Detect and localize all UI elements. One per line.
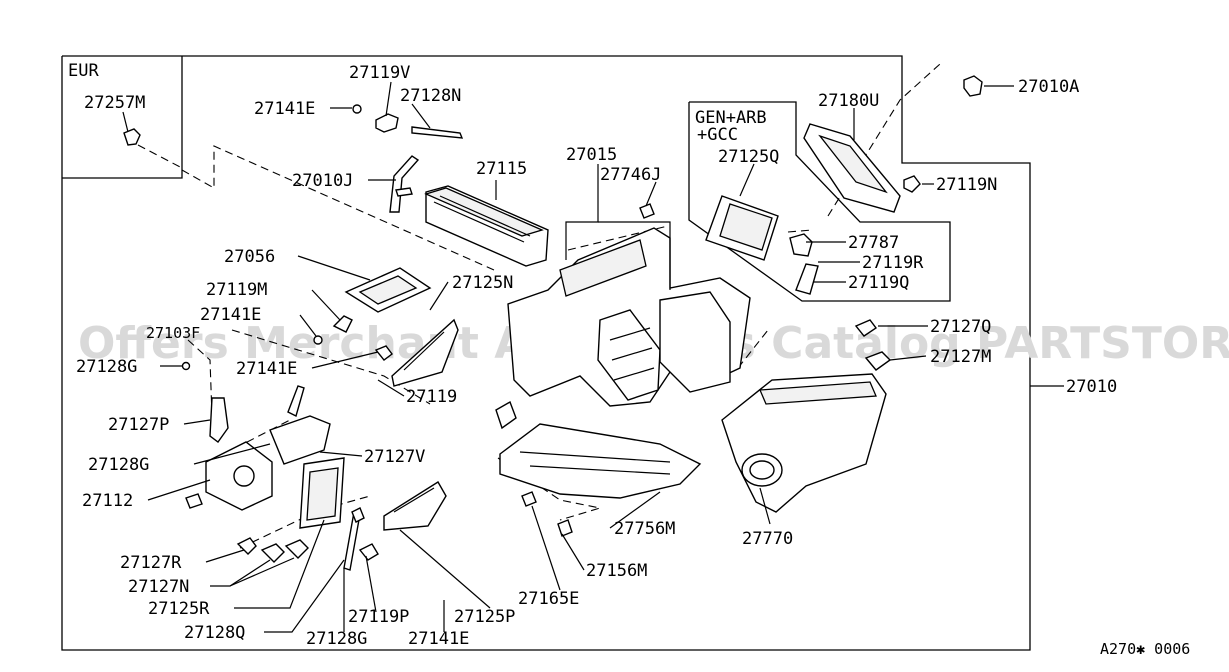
label-27756M: 27756M [614,519,675,539]
label-27770: 27770 [742,529,793,549]
label-27127M: 27127M [930,347,991,367]
label-27010J: 27010J [292,171,353,191]
label-27112: 27112 [82,491,133,511]
label-27127V: 27127V [364,447,425,467]
door-27125P-part [383,481,447,531]
label-27056: 27056 [224,247,275,267]
label-27010: 27010 [1066,377,1117,397]
label-27119: 27119 [406,387,457,407]
clip-27119N-part [903,175,921,193]
label-27141E-mid: 27141E [200,305,261,325]
blower-housing-27770-part [721,373,887,513]
label-27119R: 27119R [862,253,924,273]
lower-case-27756M-part [499,423,702,499]
label-27141E-top: 27141E [254,99,315,119]
panel-27125N-part [391,318,459,387]
label-27125R: 27125R [148,599,210,619]
clip-27257M-part [123,128,183,169]
label-27015: 27015 [566,145,617,165]
bracket-27010J-part [389,155,420,213]
part-labels: 27257M 27119V 27141E 27128N 27010J 27115… [76,63,1117,649]
label-27128G-left: 27128G [76,357,137,377]
label-27165E: 27165E [518,589,579,609]
label-27141E-bottom: 27141E [408,629,469,649]
label-27103F: 27103F [146,324,200,342]
label-27119Q: 27119Q [848,273,909,293]
panel-27056-part [344,267,432,313]
label-27127P: 27127P [108,415,169,435]
label-27127Q: 27127Q [930,317,991,337]
label-27127R: 27127R [120,553,182,573]
bottom-left-clips [236,537,309,563]
footer-code: A270✱ 0006 [1100,640,1190,658]
label-27257M: 27257M [84,93,145,113]
filter-27180U-part [803,123,901,213]
label-27156M: 27156M [586,561,647,581]
bottom-center-clips [521,491,573,537]
label-27119M: 27119M [206,280,267,300]
label-27128G-bottom: 27128G [306,629,367,649]
bracket-27127V-part [269,385,331,465]
gen-box-small-parts [789,233,819,295]
label-27115: 27115 [476,159,527,179]
motor-27112-part [185,441,273,511]
main-housing-27015-part [495,227,751,430]
label-27119V: 27119V [349,63,410,83]
label-27010A: 27010A [1018,77,1079,97]
inset-label-eur: EUR [68,61,99,81]
label-27128N: 27128N [400,86,461,106]
clip-27746J-part [639,203,655,219]
label-27119N: 27119N [936,175,997,195]
right-clips [854,319,892,371]
label-27119P: 27119P [348,607,409,627]
heater-core-27115-part [424,185,549,267]
top-small-parts [352,81,464,139]
label-27746J: 27746J [600,165,661,185]
label-27141E-left: 27141E [236,359,297,379]
label-27128G-mid: 27128G [88,455,149,475]
label-27125N: 27125N [452,273,513,293]
inset-label-gcc: +GCC [697,125,738,145]
nut-27010A-part [963,75,983,97]
door-27125R-part [299,457,345,529]
left-small-parts [181,315,393,443]
label-27125P: 27125P [454,607,515,627]
label-27125Q: 27125Q [718,147,779,167]
label-27787: 27787 [848,233,899,253]
label-27127N: 27127N [128,577,189,597]
lower-center-rods [343,507,379,571]
panel-27125Q-part [705,195,779,261]
label-27128Q: 27128Q [184,623,245,643]
label-27180U: 27180U [818,91,879,111]
inset-label-gen: GEN+ARB [695,108,767,128]
leader-lines [122,85,1064,633]
